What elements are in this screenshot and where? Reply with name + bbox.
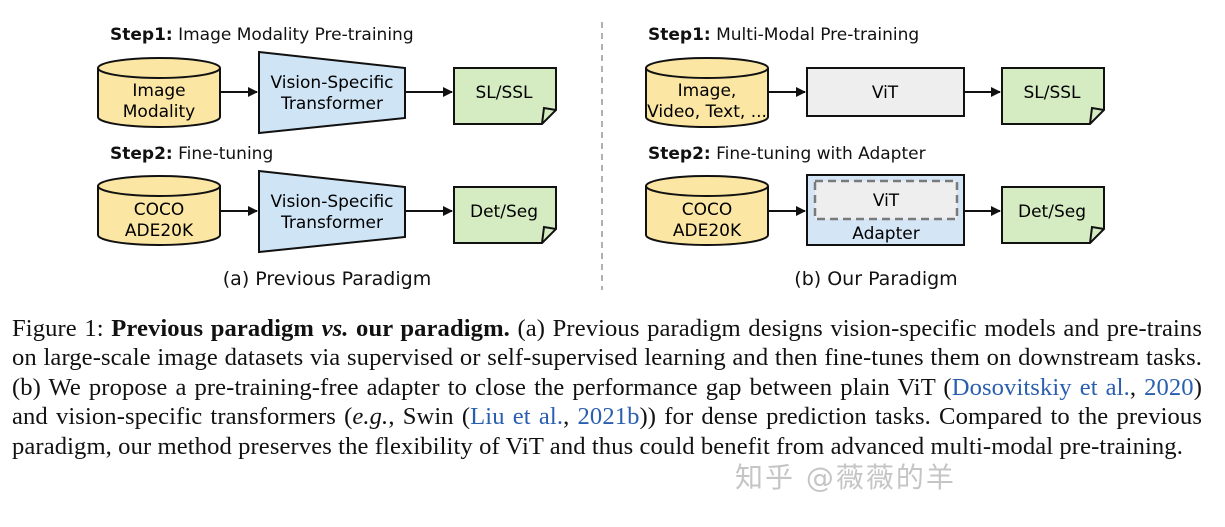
left-step2-heading: Step2: Fine-tuning [110, 144, 273, 164]
citation-link-dosovitskiy[interactable]: Dosovitskiy et al. [951, 373, 1130, 401]
figure-caption: Figure 1: Previous paradigm vs. our para… [12, 314, 1202, 461]
left-step1-input-line1: Image [132, 81, 185, 101]
right-step2-output-label: Det/Seg [1018, 202, 1086, 222]
paradigm-diagram: Step1: Image Modality Pre-training Image… [97, 22, 1105, 290]
citation-separator: , [1129, 373, 1145, 401]
left-step1-model-line2: Transformer [280, 94, 383, 114]
right-step1-heading: Step1: Multi-Modal Pre-training [648, 25, 919, 45]
watermark-text: 知乎 @薇薇的羊 [735, 461, 956, 494]
right-step1-output-doc: SL/SSL [1001, 67, 1105, 125]
left-step2-input-cylinder: COCO ADE20K [97, 175, 221, 246]
left-step1-heading: Step1: Image Modality Pre-training [110, 25, 414, 45]
left-step2-input-line1: COCO [134, 200, 185, 220]
right-step2-input-cylinder: COCO ADE20K [645, 175, 769, 246]
right-step2-input-line1: COCO [682, 200, 733, 220]
right-step1-vit-box: ViT [806, 67, 965, 117]
right-step2-output-doc: Det/Seg [1001, 186, 1105, 244]
citation-separator: , [563, 403, 578, 431]
right-step1-input-line2: Video, Text, ... [647, 102, 767, 122]
caption-eg: e.g. [352, 403, 389, 431]
left-panel-label: (a) Previous Paradigm [223, 268, 431, 290]
caption-text-4: )) for dense prediction tasks. Compared … [12, 403, 1202, 460]
citation-link-dosovitskiy-year[interactable]: 2020 [1144, 373, 1194, 401]
left-step1-input-line2: Modality [123, 102, 195, 122]
right-step2-vit-inner [813, 179, 959, 221]
right-step2-adapter-box: ViT Adapter [806, 174, 965, 246]
caption-title-b: our paradigm. [348, 315, 510, 342]
caption-text-1: (a) Previous paradigm designs vision-spe… [12, 315, 1202, 401]
right-step1-input-line1: Image, [678, 81, 737, 101]
right-step1-output-label: SL/SSL [1023, 83, 1081, 103]
left-step1-output-label: SL/SSL [475, 83, 533, 103]
right-step1-input-cylinder: Image, Video, Text, ... [645, 57, 769, 128]
caption-title-vs: vs. [321, 315, 349, 342]
left-step2-model-line2: Transformer [280, 213, 383, 233]
left-step2-output-doc: Det/Seg [453, 186, 557, 244]
caption-text-3: , Swin ( [388, 403, 471, 431]
left-step1-model-trapezoid: Vision-Specific Transformer [258, 50, 406, 135]
left-step1-model-line1: Vision-Specific [270, 73, 393, 93]
right-panel-label: (b) Our Paradigm [794, 268, 957, 290]
right-step2-input-line2: ADE20K [673, 221, 742, 241]
left-step2-model-trapezoid: Vision-Specific Transformer [258, 169, 406, 254]
left-step1-output-doc: SL/SSL [453, 67, 557, 125]
right-step2-vit-label: ViT [873, 191, 900, 211]
right-step2-heading: Step2: Fine-tuning with Adapter [648, 144, 926, 164]
citation-link-liu-year[interactable]: 2021b [577, 403, 640, 431]
citation-link-liu[interactable]: Liu et al. [470, 403, 564, 431]
right-step2-adapter-label: Adapter [852, 224, 919, 244]
left-step2-input-line2: ADE20K [125, 221, 194, 241]
left-step2-model-line1: Vision-Specific [270, 192, 393, 212]
caption-title-a: Previous paradigm [111, 315, 322, 342]
caption-text-2: ) and vision-specific transformers ( [12, 373, 1202, 431]
caption-prefix: Figure 1: [12, 315, 112, 342]
left-step1-input-cylinder: Image Modality [97, 57, 221, 128]
left-step2-output-label: Det/Seg [470, 202, 538, 222]
right-step1-model-label: ViT [872, 83, 899, 103]
